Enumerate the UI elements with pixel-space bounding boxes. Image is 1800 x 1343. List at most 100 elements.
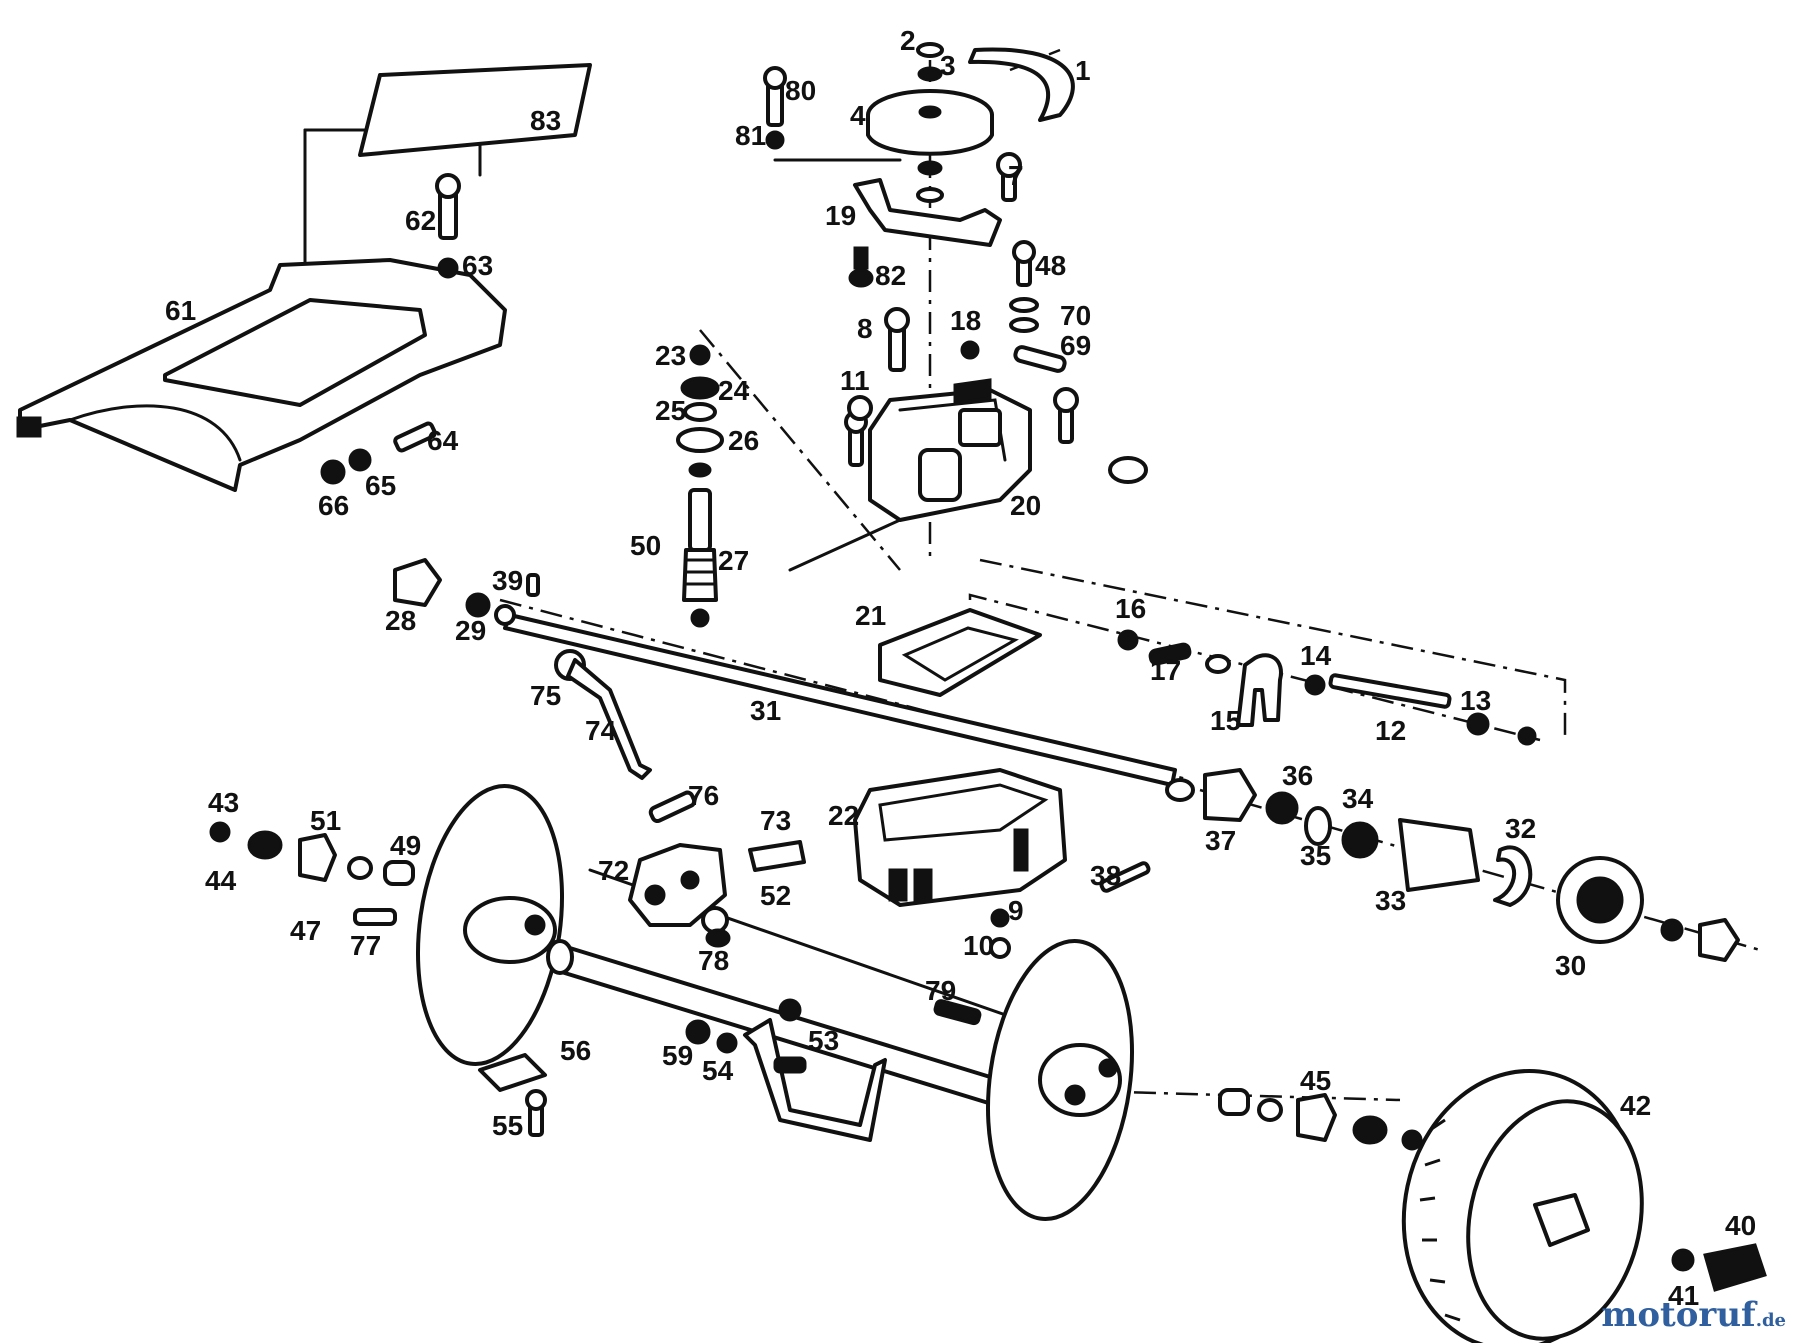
- part-labels: 1 2 3 4 80 81 83 7 19 82 48 70 62 63 61 …: [165, 25, 1756, 1311]
- part-label: 26: [728, 425, 759, 456]
- part-label: 82: [875, 260, 906, 291]
- part-label: 29: [455, 615, 486, 646]
- part-label: 70: [1060, 300, 1091, 331]
- part-label: 72: [598, 855, 629, 886]
- part-label: 80: [785, 75, 816, 106]
- part-label: 78: [698, 945, 729, 976]
- part-53-bracket: [685, 998, 982, 1142]
- part-label: 40: [1725, 1210, 1756, 1241]
- part-label: 45: [1300, 1065, 1331, 1096]
- part-label: 13: [1460, 685, 1491, 716]
- part-19-bracket: [853, 178, 1002, 247]
- part-label: 65: [365, 470, 396, 501]
- part-label: 64: [427, 425, 459, 456]
- part-83-cover: [358, 63, 592, 157]
- part-label: 38: [1090, 860, 1121, 891]
- part-label: 27: [718, 545, 749, 576]
- part-label: 69: [1060, 330, 1091, 361]
- part-61-deflector: [16, 258, 507, 492]
- watermark-logo: motoruf.de: [1601, 1295, 1786, 1335]
- part-label: 53: [808, 1025, 839, 1056]
- part-label: 52: [760, 880, 791, 911]
- part-42-rear-wheel: [1401, 1068, 1767, 1343]
- part-label: 18: [950, 305, 981, 336]
- right-hub-parts: [1218, 1088, 1423, 1151]
- part-label: 39: [492, 565, 523, 596]
- part-label: 36: [1282, 760, 1313, 791]
- part-label: 1: [1075, 55, 1091, 86]
- part-label: 7: [1008, 160, 1024, 191]
- part-22-gear-housing: [853, 768, 1067, 959]
- part-label: 44: [205, 865, 237, 896]
- part-label: 20: [1010, 490, 1041, 521]
- part-label: 4: [850, 100, 866, 131]
- part-label: 50: [630, 530, 661, 561]
- part-label: 42: [1620, 1090, 1651, 1121]
- part-4-pulley: [866, 89, 994, 156]
- part-21-gasket: [878, 608, 1042, 697]
- part-27-worm-shaft: [676, 344, 724, 628]
- part-label: 79: [925, 975, 956, 1006]
- part-label: 48: [1035, 250, 1066, 281]
- part-label: 16: [1115, 593, 1146, 624]
- part-1-belt: [968, 47, 1075, 122]
- part-label: 15: [1210, 705, 1241, 736]
- part-label: 81: [735, 120, 766, 151]
- part-label: 56: [560, 1035, 591, 1066]
- shaft-parts-12-17: [1117, 629, 1537, 746]
- part-label: 55: [492, 1110, 523, 1141]
- part-label: 47: [290, 915, 321, 946]
- part-label: 43: [208, 787, 239, 818]
- middle-wheel: [985, 939, 1135, 1221]
- part-label: 10: [963, 930, 994, 961]
- part-label: 17: [1150, 655, 1181, 686]
- gearbox-fasteners: [844, 152, 1148, 484]
- part-56-clip: [478, 1053, 547, 1137]
- part-72-shift-housing: [628, 790, 806, 948]
- part-label: 41: [1668, 1280, 1699, 1311]
- part-label: 62: [405, 205, 436, 236]
- part-label: 77: [350, 930, 381, 961]
- part-label: 30: [1555, 950, 1586, 981]
- part-label: 14: [1300, 640, 1332, 671]
- part-label: 83: [530, 105, 561, 136]
- part-label: 76: [688, 780, 719, 811]
- fasteners-62-63: [435, 173, 461, 279]
- drive-gear-stack: [1099, 768, 1740, 962]
- part-label: 32: [1505, 813, 1536, 844]
- part-label: 9: [1008, 895, 1024, 926]
- left-wheel: [415, 784, 565, 1066]
- part-label: 63: [462, 250, 493, 281]
- part-label: 21: [855, 600, 886, 631]
- part-label: 37: [1205, 825, 1236, 856]
- part-label: 54: [702, 1055, 734, 1086]
- part-label: 74: [585, 715, 617, 746]
- part-label: 61: [165, 295, 196, 326]
- part-label: 23: [655, 340, 686, 371]
- part-label: 35: [1300, 840, 1331, 871]
- part-74-lever: [554, 649, 652, 780]
- part-label: 66: [318, 490, 349, 521]
- part-label: 2: [900, 25, 916, 56]
- left-hub-parts: [209, 821, 415, 926]
- part-label: 33: [1375, 885, 1406, 916]
- part-label: 34: [1342, 783, 1374, 814]
- watermark-brand: motoruf: [1601, 1295, 1756, 1335]
- part-label: 59: [662, 1040, 693, 1071]
- part-label: 19: [825, 200, 856, 231]
- fasteners-64-66: [320, 421, 437, 485]
- part-label: 73: [760, 805, 791, 836]
- part-label: 75: [530, 680, 561, 711]
- part-label: 28: [385, 605, 416, 636]
- part-label: 3: [940, 50, 956, 81]
- part-label: 12: [1375, 715, 1406, 746]
- gearbox-housing: [868, 378, 1032, 522]
- washers-2-3: [916, 42, 944, 203]
- watermark-suffix: .de: [1755, 1310, 1786, 1331]
- part-label: 11: [840, 365, 870, 396]
- part-label: 25: [655, 395, 686, 426]
- part-label: 31: [750, 695, 781, 726]
- parts-28-29-39-50: [393, 558, 540, 626]
- part-label: 24: [718, 375, 750, 406]
